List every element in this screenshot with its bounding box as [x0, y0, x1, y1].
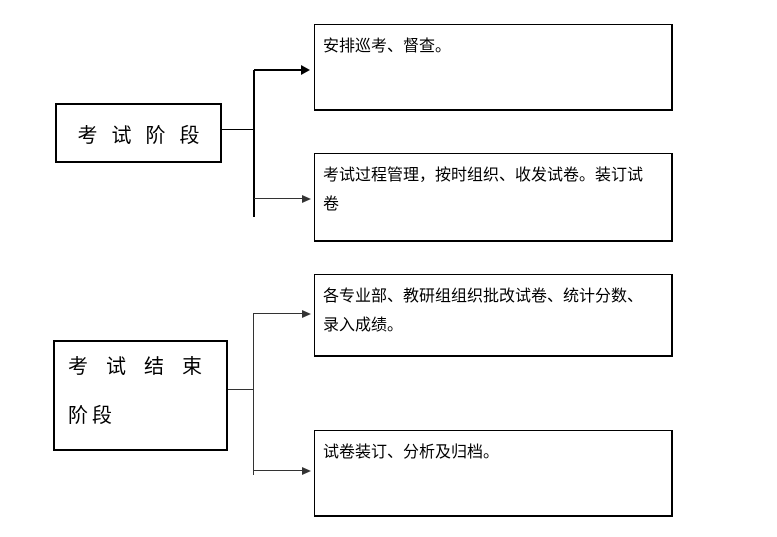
stage-box-exam: 考试阶段 — [55, 103, 222, 163]
arrow-stage1-to-task1 — [254, 69, 301, 71]
stage-exam-end-label-line1: 考试结束 — [68, 356, 220, 378]
stage-exam-label: 考试阶段 — [77, 124, 214, 147]
connector-stage2-vertical — [253, 313, 254, 475]
stage-exam-end-label-line2: 阶段 — [68, 405, 116, 427]
stage-box-exam-end: 考试结束 阶段 — [53, 340, 228, 451]
task-archiving-text: 试卷装订、分析及归档。 — [323, 444, 500, 461]
task-grading-text: 各专业部、教研组组织批改试卷、统计分数、录入成绩。 — [323, 288, 644, 334]
task-patrol-text: 安排巡考、督查。 — [323, 38, 452, 55]
task-box-grading: 各专业部、教研组组织批改试卷、统计分数、录入成绩。 — [314, 274, 673, 357]
connector-stage2-stub — [228, 389, 253, 390]
arrow-stage2-to-task4 — [254, 470, 302, 471]
connector-stage1-stub — [222, 129, 253, 130]
task-box-archiving: 试卷装订、分析及归档。 — [314, 430, 673, 517]
task-box-process-management: 考试过程管理，按时组织、收发试卷。装订试卷 — [314, 153, 673, 242]
task-box-patrol: 安排巡考、督查。 — [314, 24, 673, 111]
task-process-management-text: 考试过程管理，按时组织、收发试卷。装订试卷 — [323, 167, 644, 213]
connector-stage1-vertical — [253, 70, 255, 217]
arrow-stage2-to-task3 — [254, 313, 302, 314]
arrow-stage1-to-task2 — [254, 198, 302, 199]
